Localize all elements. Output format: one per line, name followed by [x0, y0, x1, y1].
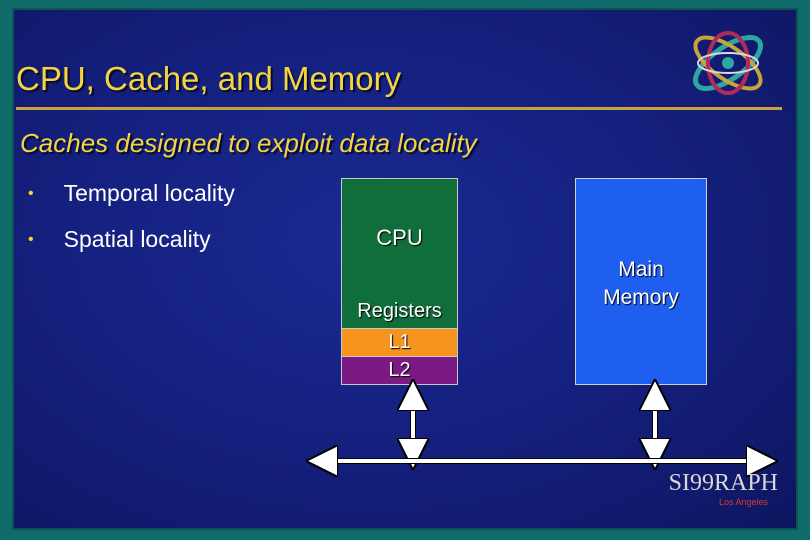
registers-label: Registers — [357, 300, 442, 322]
main-memory-box — [575, 178, 707, 385]
bullet-text: Spatial locality — [63, 226, 211, 252]
cpu-label: CPU — [376, 225, 423, 250]
l1-cache-box: L1 — [341, 328, 458, 357]
registers-box — [341, 298, 458, 329]
bullet-text: Temporal locality — [63, 180, 235, 206]
bullet-dot-icon: • — [28, 231, 34, 248]
siggraph-logo-text: SI99RAPH — [668, 470, 778, 496]
bullet-dot-icon: • — [28, 185, 34, 202]
siggraph-emblem-icon — [680, 18, 780, 113]
title-divider — [16, 107, 782, 110]
main-memory-label: Main Memory — [575, 256, 707, 312]
slide-title: CPU, Cache, and Memory — [16, 60, 402, 97]
cpu-box — [341, 178, 458, 300]
main-memory-label-line1: Main — [618, 258, 664, 281]
slide-subtitle: Caches designed to exploit data locality — [20, 128, 477, 158]
main-memory-label-line2: Memory — [603, 286, 679, 309]
bullet-spatial-locality: • Spatial locality — [28, 226, 211, 253]
siggraph-logo-subtext: Los Angeles — [718, 497, 768, 507]
bullet-temporal-locality: • Temporal locality — [28, 180, 235, 207]
